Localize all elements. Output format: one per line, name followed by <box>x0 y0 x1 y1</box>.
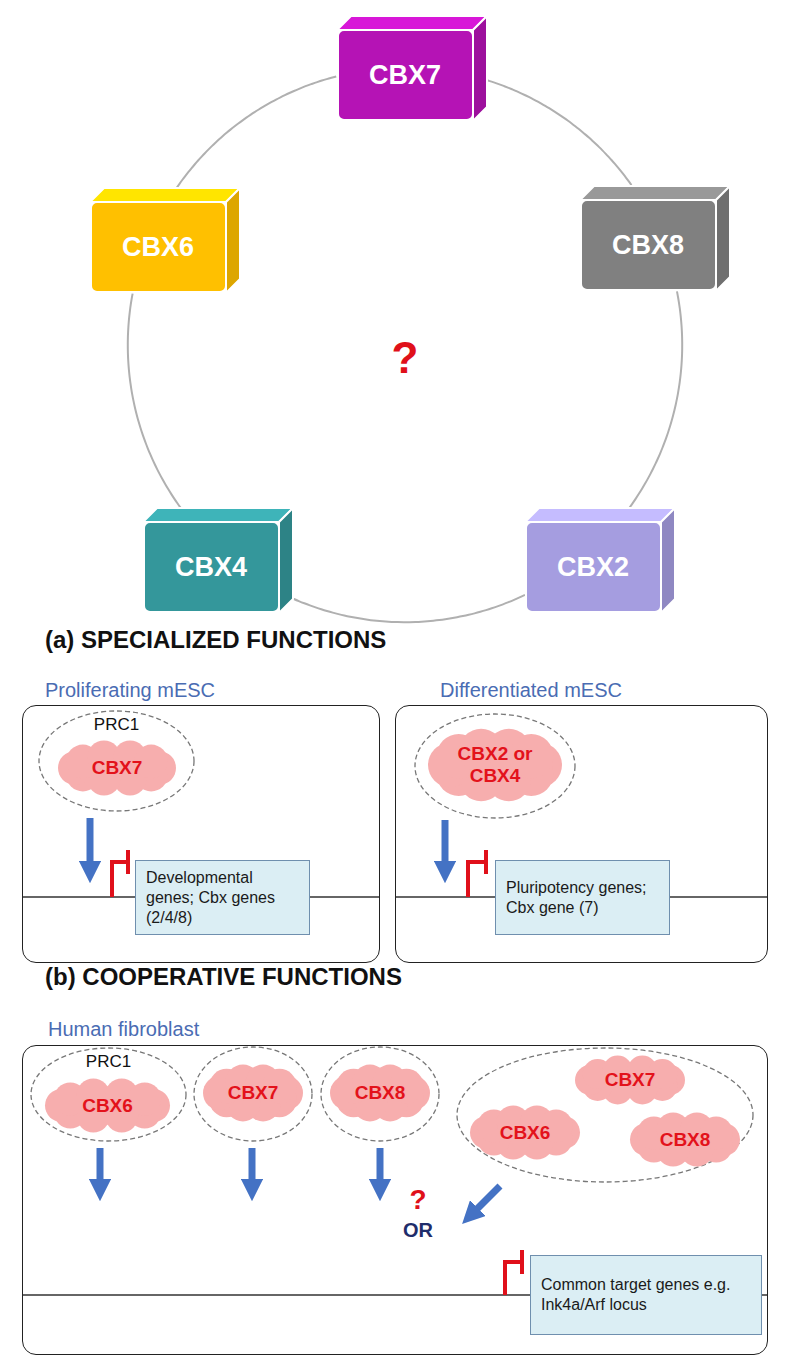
target-gene-box: Pluripotency genes; Cbx gene (7) <box>495 860 670 935</box>
target-gene-box: Common target genes e.g. Ink4a/Arf locus <box>530 1255 762 1335</box>
text-area: PRC1 <box>38 715 195 735</box>
ring-connector <box>177 76 337 187</box>
protein-name: CBX6 <box>122 232 194 263</box>
text-area: CBX7 <box>575 1055 685 1105</box>
gene-label: Common target genes e.g. Ink4a/Arf locus <box>541 1275 751 1315</box>
repressed-promoter <box>505 1250 522 1295</box>
section-heading: (b) COOPERATIVE FUNCTIONS <box>45 963 402 991</box>
blue-arrow <box>87 818 94 872</box>
gene-label: Developmental genes; Cbx genes (2/4/8) <box>146 868 299 928</box>
blue-arrow <box>97 1148 104 1190</box>
cbx-protein-cloud: CBX7 <box>575 1055 685 1105</box>
protein-name: CBX7 <box>228 1082 279 1104</box>
blue-arrow <box>249 1148 256 1190</box>
blue-arrow <box>470 1186 500 1216</box>
text-area: PRC1 <box>30 1052 187 1072</box>
protein-name: CBX6 <box>82 1095 133 1117</box>
protein-name: CBX8 <box>355 1082 406 1104</box>
cell-panel: CBX7 PRC1Developmental genes; Cbx genes (… <box>22 678 380 963</box>
complex-outline <box>321 1047 439 1141</box>
text-area: CBX4 <box>143 522 279 613</box>
repressed-promoter <box>112 850 128 897</box>
cbx-box: CBX2 <box>525 508 675 613</box>
section-heading: (a) SPECIALIZED FUNCTIONS <box>45 626 386 654</box>
cbx-box: CBX6 <box>90 188 240 293</box>
text-area: CBX8 <box>330 1064 430 1122</box>
protein-name: CBX6 <box>500 1122 551 1144</box>
prc1-complex: CBX7 PRC1 <box>38 710 195 812</box>
ring-connector <box>128 294 181 508</box>
text-area: CBX6 <box>45 1078 170 1133</box>
cbx-box: CBX7 <box>337 16 487 121</box>
text-area: CBX7 <box>58 740 176 796</box>
cbx-protein-cloud: CBX7 <box>203 1064 303 1122</box>
text-area: CBX8 <box>580 200 716 291</box>
prc1-complex: CBX6 PRC1 <box>30 1047 187 1142</box>
complex-outline <box>457 1048 753 1182</box>
complex-outline <box>415 714 575 818</box>
protein-name: CBX7 <box>369 60 441 91</box>
question-note: OR <box>403 1219 433 1242</box>
panel-heading: Differentiated mESC <box>440 679 622 702</box>
text-area: CBX2 <box>525 522 661 613</box>
protein-name: CBX2 <box>557 552 629 583</box>
cbx-box: CBX4 <box>143 508 293 613</box>
cbx-protein-cloud: CBX2 or CBX4 <box>428 728 562 802</box>
text-area: Pluripotency genes; Cbx gene (7) <box>496 861 669 934</box>
protein-name: CBX4 <box>175 552 247 583</box>
panel-heading: Proliferating mESC <box>45 679 215 702</box>
cbx-protein-cloud: CBX6 <box>470 1105 580 1160</box>
ring-connector <box>487 80 631 185</box>
cell-panel: CBX6PRC1CBX7CBX8CBX6CBX7CBX8Common targe… <box>22 1015 768 1355</box>
text-area: CBX8 <box>630 1112 740 1167</box>
complex-name: PRC1 <box>94 715 139 735</box>
complex-name: PRC1 <box>86 1052 131 1072</box>
complex-outline <box>194 1047 312 1141</box>
blue-arrow <box>377 1148 384 1190</box>
text-area: Proliferating mESC <box>45 678 215 703</box>
text-area: Differentiated mESC <box>440 678 622 703</box>
ring-connector <box>629 291 682 507</box>
protein-name: CBX2 or CBX4 <box>442 743 548 787</box>
text-area: Common target genes e.g. Ink4a/Arf locus <box>531 1256 761 1334</box>
protein-name: CBX7 <box>605 1069 656 1091</box>
blue-arrow <box>442 820 449 872</box>
text-area: CBX7 <box>337 30 473 121</box>
question-note: ? <box>409 1184 426 1216</box>
repressed-promoter <box>468 850 486 897</box>
gene-label: Pluripotency genes; Cbx gene (7) <box>506 878 659 918</box>
text-area: CBX7 <box>203 1064 303 1122</box>
cbx-protein-cloud: CBX6 <box>45 1078 170 1133</box>
cbx-box: CBX8 <box>580 186 730 291</box>
text-area: CBX6 <box>90 202 226 293</box>
target-gene-box: Developmental genes; Cbx genes (2/4/8) <box>135 860 310 935</box>
text-area: CBX6 <box>470 1105 580 1160</box>
ring-connector <box>293 595 525 622</box>
text-area: CBX2 or CBX4 <box>428 728 562 802</box>
panel-heading: Human fibroblast <box>48 1018 199 1041</box>
protein-name: CBX7 <box>92 757 143 779</box>
cbx-protein-cloud: CBX7 <box>58 740 176 796</box>
question-note: ? <box>392 333 419 383</box>
text-area: Developmental genes; Cbx genes (2/4/8) <box>136 861 309 934</box>
cbx-protein-cloud: CBX8 <box>630 1112 740 1167</box>
cbx-protein-cloud: CBX8 <box>330 1064 430 1122</box>
protein-name: CBX8 <box>660 1129 711 1151</box>
text-area: Human fibroblast <box>48 1015 199 1043</box>
cell-panel: CBX2 or CBX4Pluripotency genes; Cbx gene… <box>395 678 768 963</box>
protein-name: CBX8 <box>612 230 684 261</box>
